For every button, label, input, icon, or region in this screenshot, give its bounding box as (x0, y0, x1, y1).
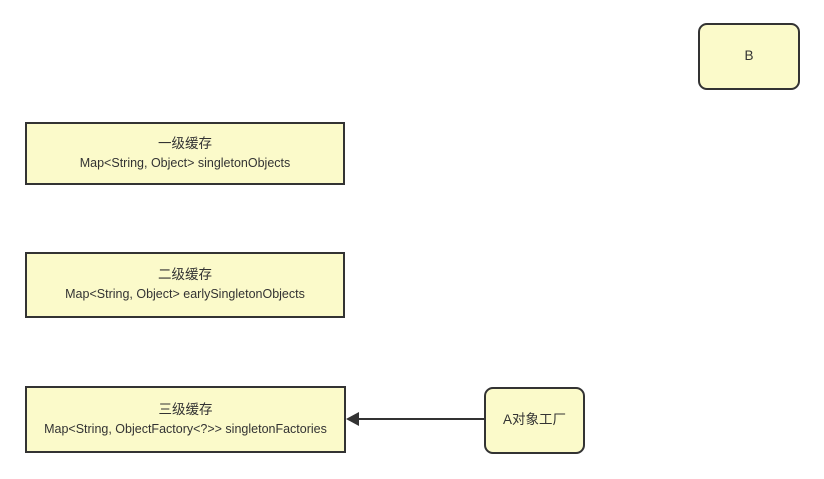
node-level2-cache: 二级缓存 Map<String, Object> earlySingletonO… (25, 252, 345, 318)
node-b-label: B (744, 48, 754, 64)
edge-line (357, 418, 484, 420)
node-level1-subtitle: Map<String, Object> singletonObjects (79, 155, 291, 170)
node-a-object-factory-label: A对象工厂 (502, 412, 566, 428)
node-level2-title: 二级缓存 (158, 267, 212, 283)
node-a-object-factory: A对象工厂 (484, 387, 585, 454)
node-level3-subtitle: Map<String, ObjectFactory<?>> singletonF… (44, 421, 327, 436)
node-level1-cache: 一级缓存 Map<String, Object> singletonObject… (25, 122, 345, 185)
node-b: B (698, 23, 800, 90)
node-level3-title: 三级缓存 (158, 401, 213, 417)
node-level2-subtitle: Map<String, Object> earlySingletonObject… (65, 287, 305, 302)
arrowhead-left-icon (346, 412, 359, 426)
node-level3-cache: 三级缓存 Map<String, ObjectFactory<?>> singl… (25, 386, 346, 453)
node-level1-title: 一级缓存 (158, 135, 212, 151)
